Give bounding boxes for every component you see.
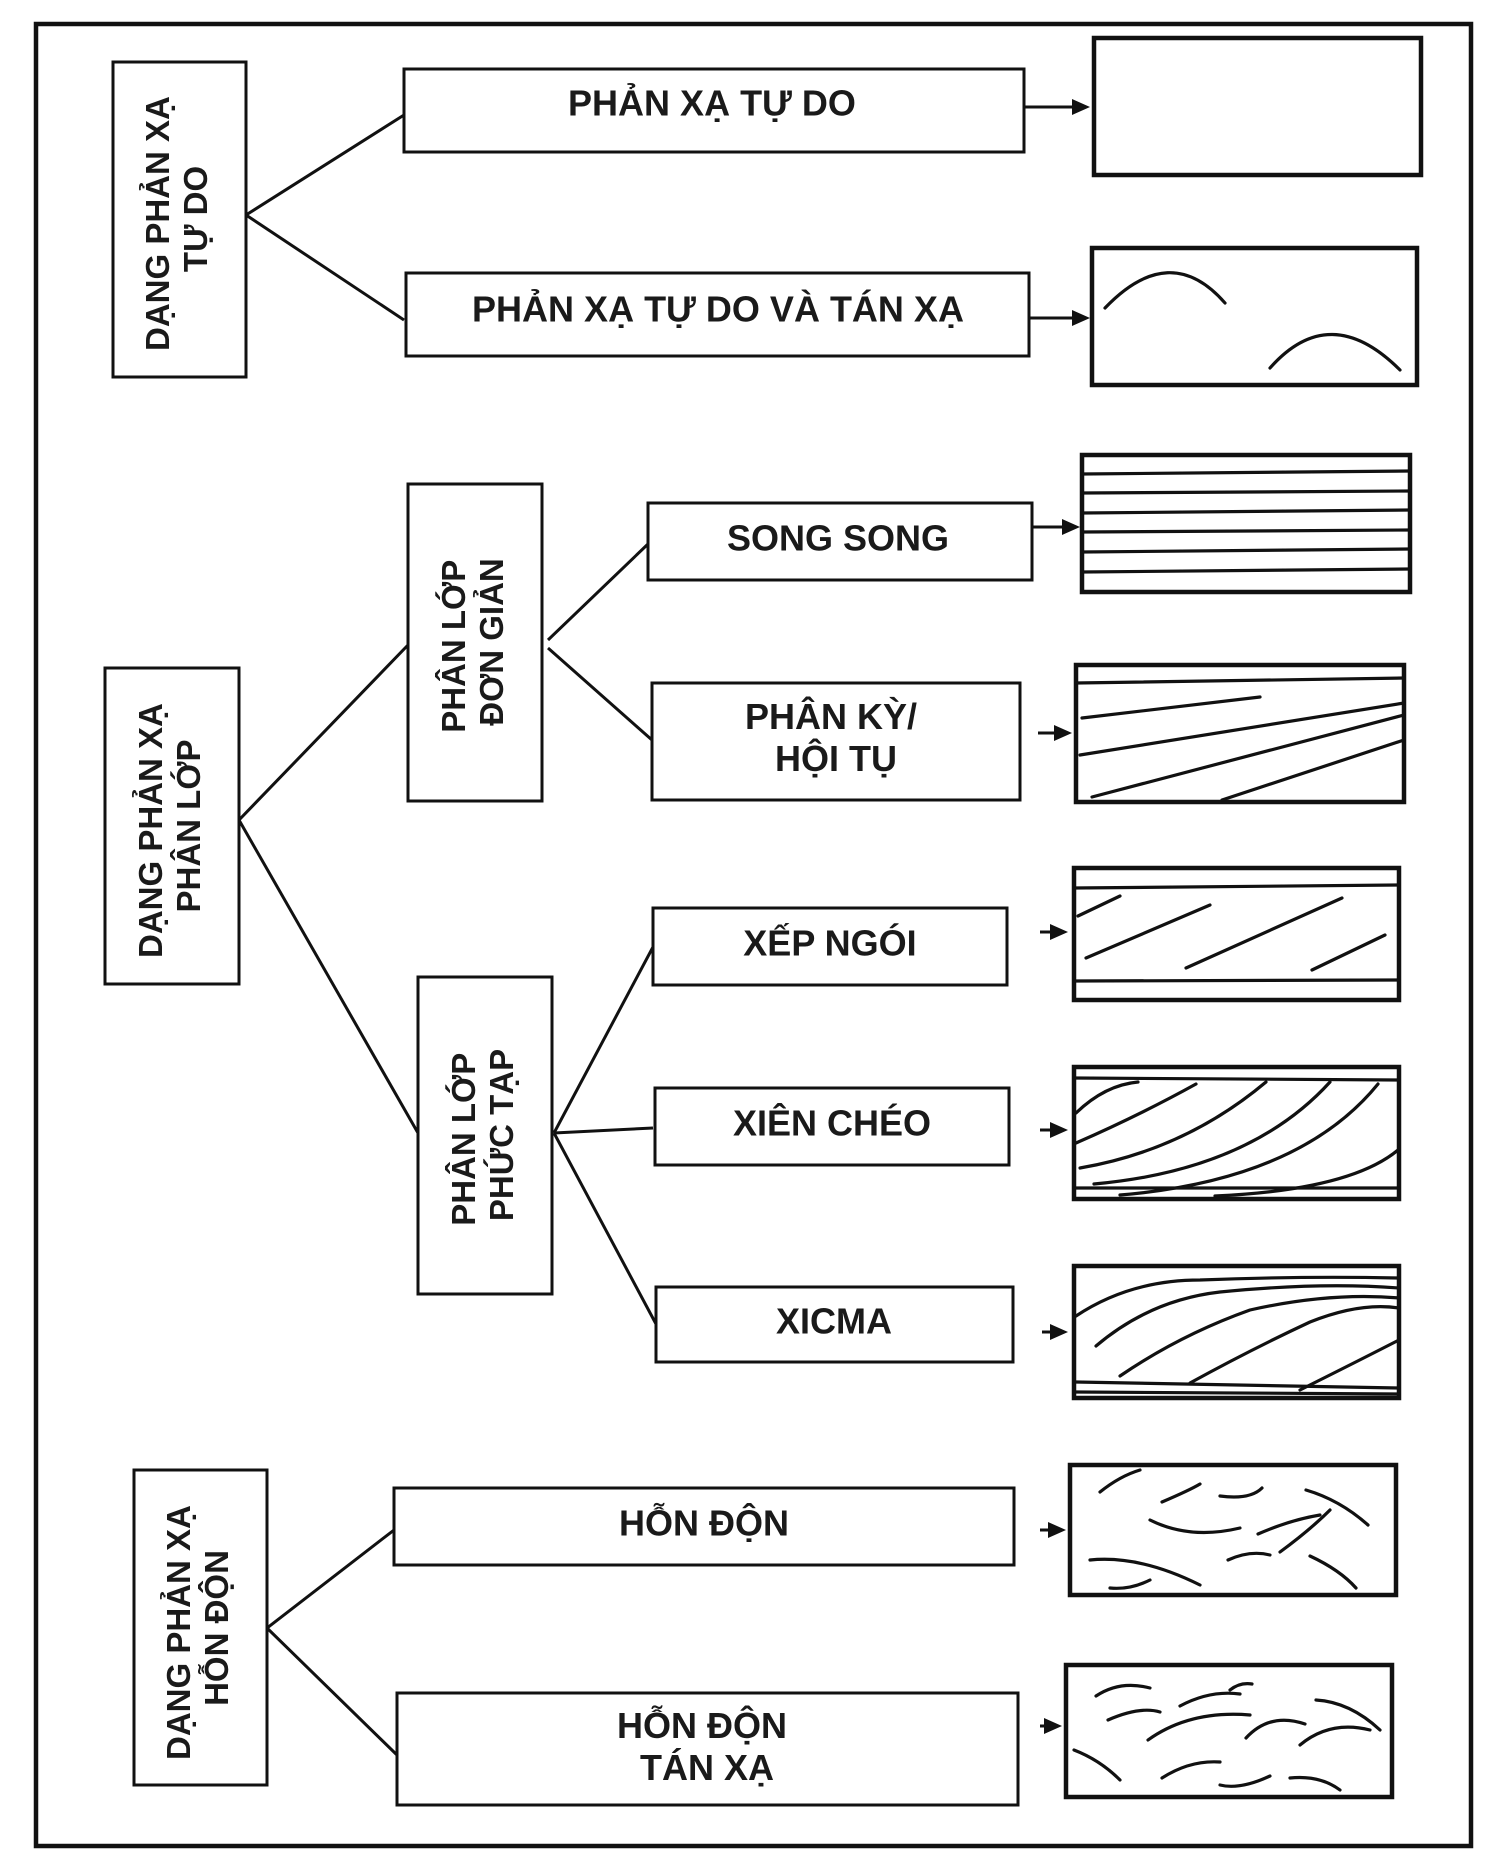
- label-free-scatter: PHẢN XẠ TỰ DO VÀ TÁN XẠ: [472, 289, 964, 330]
- box-shingled: [651, 906, 1009, 987]
- group-layered-label: DẠNG PHẢN XẠ PHÂN LỚP: [132, 694, 207, 958]
- pattern-oblique: [1071, 1064, 1402, 1202]
- box-free-reflection: [402, 67, 1026, 154]
- box-oblique: [653, 1086, 1011, 1167]
- connector-free-1: [245, 113, 405, 217]
- pattern-parallel: [1079, 452, 1413, 595]
- arrow-parallel: [1032, 519, 1080, 535]
- connector-chaotic-2: [265, 1626, 399, 1757]
- connector-free-2: [245, 213, 405, 322]
- arrow-free-2: [1030, 310, 1090, 326]
- group-free-box: [111, 60, 248, 379]
- box-free-scatter: [404, 271, 1031, 358]
- box-sigmoid: [654, 1285, 1015, 1364]
- label-free-reflection: PHẢN XẠ TỰ DO: [568, 83, 856, 124]
- connector-complex-3: [552, 1132, 658, 1325]
- arrow-shingled: [1040, 924, 1068, 940]
- arrow-sigmoid: [1042, 1324, 1068, 1340]
- pattern-shingled: [1071, 865, 1402, 1003]
- connector-simple-1: [546, 542, 650, 642]
- connector-chaotic-1: [266, 1528, 395, 1630]
- label-chaotic: HỖN ĐỘN: [619, 1502, 789, 1544]
- group-layered-box: [103, 666, 241, 986]
- outer-frame: [33, 21, 1474, 1849]
- arrow-oblique: [1040, 1122, 1068, 1138]
- box-divergent: [650, 681, 1022, 802]
- group-chaotic-label: DẠNG PHẢN XẠ HỖN ĐỘN: [160, 1496, 235, 1760]
- pattern-divergent: [1073, 662, 1407, 805]
- connector-complex-2: [553, 1126, 654, 1135]
- label-sigmoid: XICMA: [776, 1301, 892, 1342]
- label-chaotic-scatter: HỖN ĐỘN TÁN XẠ: [617, 1704, 797, 1788]
- pattern-chaotic: [1067, 1462, 1399, 1598]
- arrow-chaotic: [1040, 1522, 1066, 1538]
- label-oblique: XIÊN CHÉO: [733, 1102, 931, 1144]
- subgroup-complex-label: PHÂN LỚP PHỨC TẠP: [445, 1044, 520, 1226]
- box-chaotic-scatter: [395, 1691, 1020, 1807]
- arrow-divergent: [1038, 725, 1072, 741]
- connector-layered-simple: [237, 643, 410, 822]
- label-parallel: SONG SONG: [727, 518, 949, 559]
- box-parallel: [646, 501, 1034, 582]
- connector-layered-complex: [237, 819, 420, 1134]
- subgroup-simple-label: PHÂN LỚP ĐƠN GIẢN: [435, 551, 510, 733]
- subgroup-simple-box: [406, 482, 544, 803]
- box-chaotic: [392, 1486, 1016, 1567]
- pattern-chaotic-scatter: [1063, 1662, 1395, 1800]
- label-shingled: XẾP NGÓI: [743, 922, 916, 964]
- pattern-free-reflection: [1091, 35, 1424, 178]
- pattern-sigmoid: [1071, 1263, 1402, 1401]
- arrow-chaotic-scatter: [1040, 1718, 1062, 1734]
- group-free-label: DẠNG PHẢN XẠ TỰ DO: [139, 87, 214, 351]
- connector-simple-2: [547, 646, 653, 742]
- label-divergent: PHÂN KỲ/ HỘI TỤ: [745, 695, 927, 779]
- connector-complex-1: [552, 946, 655, 1134]
- subgroup-complex-box: [416, 975, 554, 1296]
- arrow-free-1: [1024, 99, 1090, 115]
- pattern-free-scatter: [1089, 245, 1420, 388]
